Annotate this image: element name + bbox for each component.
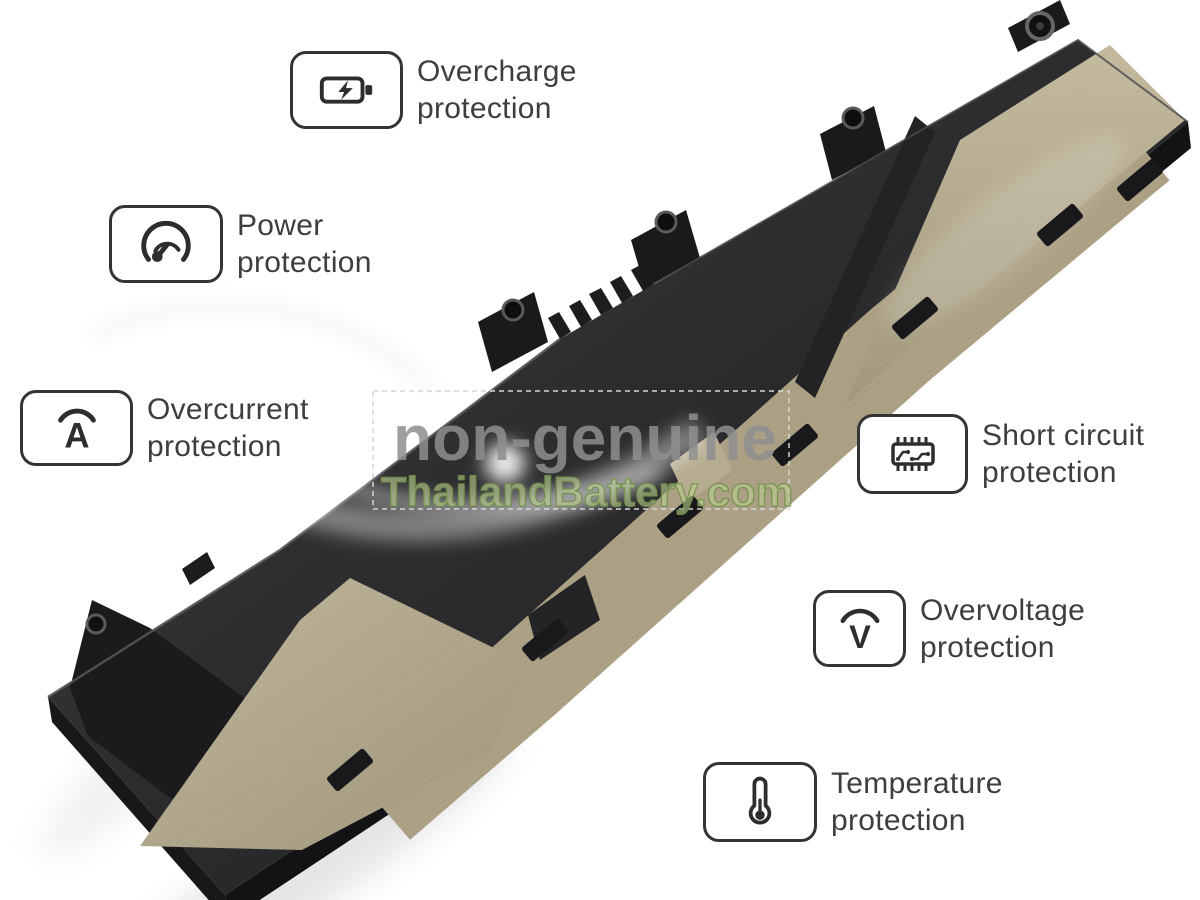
callout-temperature-label: Temperature protection [831,765,1003,839]
callout-overvoltage-line1: Overvoltage [920,593,1086,627]
gauge-icon [141,220,191,262]
callout-short-circuit-line2: protection [982,456,1117,489]
watermark: non-genuine ThailandBattery.com [372,390,794,516]
callout-overcharge-line2: protection [417,92,552,125]
callout-overcharge-line1: Overcharge [417,55,577,88]
overvoltage-icon-box: V [813,590,906,667]
callout-power-line2: protection [237,246,372,279]
callout-overcurrent: A Overcurrent protection [20,390,309,466]
callout-short-circuit-label: Short circuit protection [982,417,1144,491]
watermark-dashed-box [372,390,790,510]
callout-overvoltage: V Overvoltage protection [813,590,1085,667]
callout-overcharge-label: Overcharge protection [417,53,577,127]
power-icon-box [109,205,223,283]
temperature-icon-box [703,762,817,842]
callout-power: Power protection [109,205,372,283]
callout-short-circuit: Short circuit protection [857,414,1144,494]
edge-clips [327,158,1163,792]
callout-temperature-line2: protection [831,804,966,837]
mounting-ears [478,0,1070,372]
battery-body [42,0,1191,900]
short-circuit-icon-box [857,414,968,494]
watermark-text-non-genuine: non-genuine [393,402,777,474]
callout-overcurrent-line2: protection [147,430,282,463]
callout-power-line1: Power [237,209,324,242]
reflection-swoosh [92,300,709,542]
ampere-arc-icon: A [57,408,96,455]
overcurrent-icon-box: A [20,390,133,466]
callout-short-circuit-line1: Short circuit [982,419,1145,452]
overcharge-icon-box [290,51,403,129]
battery-charging-icon [319,76,372,104]
voltage-arc-icon: V [840,608,879,655]
callout-temperature: Temperature protection [703,762,1003,842]
callout-overvoltage-label: Overvoltage protection [920,592,1085,666]
chip-icon [890,437,935,471]
callout-temperature-line1: Temperature [831,767,1003,800]
thermometer-icon [748,776,772,825]
callout-overvoltage-line2: protection [920,630,1055,664]
svg-text:A: A [64,416,89,455]
callout-overcurrent-line1: Overcurrent [147,393,309,426]
watermark-text-site: ThailandBattery.com [381,468,793,515]
svg-text:V: V [849,618,871,655]
callout-power-label: Power protection [237,207,372,281]
callout-overcharge: Overcharge protection [290,51,577,129]
callout-overcurrent-label: Overcurrent protection [147,391,309,465]
